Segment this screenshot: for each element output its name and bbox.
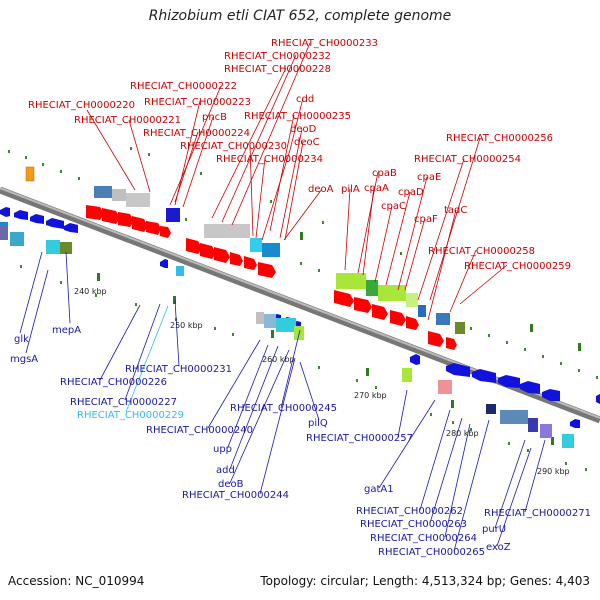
tick-250kbp: 250 kbp — [170, 321, 203, 330]
top-leader-lines — [86, 42, 508, 321]
label-RHECIAT_CH0000232: RHECIAT_CH0000232 — [224, 51, 331, 62]
label-cpaA: cpaA — [364, 183, 389, 194]
label-cpaE: cpaE — [417, 172, 441, 183]
label-RHECIAT_CH0000235: RHECIAT_CH0000235 — [244, 111, 351, 122]
kbp-tick-labels: 240 kbp 250 kbp 260 kbp 270 kbp 280 kbp … — [74, 287, 570, 476]
kbp-tick-marks — [97, 232, 581, 445]
label-RHECIAT_CH0000223: RHECIAT_CH0000223 — [144, 97, 251, 108]
label-RHECIAT_CH0000262: RHECIAT_CH0000262 — [356, 506, 463, 517]
label-tadC: tadC — [444, 205, 467, 216]
label-cpaB: cpaB — [372, 168, 397, 179]
label-cpaC: cpaC — [381, 201, 406, 212]
label-RHECIAT_CH0000265: RHECIAT_CH0000265 — [378, 547, 485, 558]
topology-text: Topology: circular; Length: 4,513,324 bp… — [260, 574, 590, 588]
label-mepA: mepA — [52, 325, 81, 336]
label-RHECIAT_CH0000256: RHECIAT_CH0000256 — [446, 133, 553, 144]
label-RHECIAT_CH0000229: RHECIAT_CH0000229 — [77, 410, 184, 421]
label-RHECIAT_CH0000233: RHECIAT_CH0000233 — [271, 38, 378, 49]
label-RHECIAT_CH0000245: RHECIAT_CH0000245 — [230, 403, 337, 414]
tick-240kbp: 240 kbp — [74, 287, 107, 296]
label-glk: glk — [14, 334, 29, 345]
label-RHECIAT_CH0000228: RHECIAT_CH0000228 — [224, 64, 331, 75]
label-deoD: deoD — [290, 124, 317, 135]
label-purU: purU — [482, 524, 506, 535]
label-deoC: deoC — [294, 137, 320, 148]
label-add: add — [216, 465, 235, 476]
top-strand-blocks — [0, 166, 465, 334]
label-deoB: deoB — [218, 479, 244, 490]
label-pilQ: pilQ — [308, 418, 328, 429]
label-RHECIAT_CH0000227: RHECIAT_CH0000227 — [70, 397, 177, 408]
label-RHECIAT_CH0000244: RHECIAT_CH0000244 — [182, 490, 289, 501]
top-strand-forward-genes — [86, 205, 457, 350]
genome-title: Rhizobium etli CIAT 652, complete genome — [148, 8, 452, 24]
label-RHECIAT_CH0000240: RHECIAT_CH0000240 — [146, 425, 253, 436]
label-RHECIAT_CH0000258: RHECIAT_CH0000258 — [428, 246, 535, 257]
label-cdd: cdd — [296, 94, 314, 105]
label-pncB: pncB — [202, 112, 227, 123]
label-exoZ: exoZ — [486, 542, 511, 553]
label-RHECIAT_CH0000220: RHECIAT_CH0000220 — [28, 100, 135, 111]
label-RHECIAT_CH0000259: RHECIAT_CH0000259 — [464, 261, 571, 272]
label-mgsA: mgsA — [10, 354, 38, 365]
label-upp: upp — [213, 444, 232, 455]
bottom-strand-reverse-genes — [0, 207, 600, 428]
tick-260kbp: 260 kbp — [262, 355, 295, 364]
label-RHECIAT_CH0000257: RHECIAT_CH0000257 — [306, 433, 413, 444]
label-RHECIAT_CH0000226: RHECIAT_CH0000226 — [60, 377, 167, 388]
label-RHECIAT_CH0000263: RHECIAT_CH0000263 — [360, 519, 467, 530]
label-cpaF: cpaF — [414, 214, 438, 225]
bottom-labels: glk mepA mgsA RHECIAT_CH0000231 RHECIAT_… — [10, 325, 591, 558]
label-cpaD: cpaD — [398, 187, 424, 198]
label-RHECIAT_CH0000231: RHECIAT_CH0000231 — [125, 364, 232, 375]
label-RHECIAT_CH0000234: RHECIAT_CH0000234 — [216, 154, 323, 165]
label-RHECIAT_CH0000222: RHECIAT_CH0000222 — [130, 81, 237, 92]
tick-280kbp: 280 kbp — [446, 429, 479, 438]
accession-text: Accession: NC_010994 — [8, 574, 145, 588]
label-deoA: deoA — [308, 184, 334, 195]
label-RHECIAT_CH0000271: RHECIAT_CH0000271 — [484, 508, 591, 519]
label-RHECIAT_CH0000254: RHECIAT_CH0000254 — [414, 154, 521, 165]
label-RHECIAT_CH0000221: RHECIAT_CH0000221 — [74, 115, 181, 126]
cyan-leader-line — [125, 305, 169, 413]
tick-270kbp: 270 kbp — [354, 391, 387, 400]
tick-290kbp: 290 kbp — [537, 467, 570, 476]
bottom-leader-lines — [19, 251, 546, 552]
label-RHECIAT_CH0000264: RHECIAT_CH0000264 — [370, 533, 477, 544]
position-dots — [8, 147, 598, 471]
top-labels: RHECIAT_CH0000233 RHECIAT_CH0000232 RHEC… — [28, 38, 571, 272]
label-gatA1: gatA1 — [364, 484, 394, 495]
label-pilA: pilA — [341, 184, 360, 195]
label-RHECIAT_CH0000230: RHECIAT_CH0000230 — [180, 141, 287, 152]
label-RHECIAT_CH0000224: RHECIAT_CH0000224 — [143, 128, 250, 139]
